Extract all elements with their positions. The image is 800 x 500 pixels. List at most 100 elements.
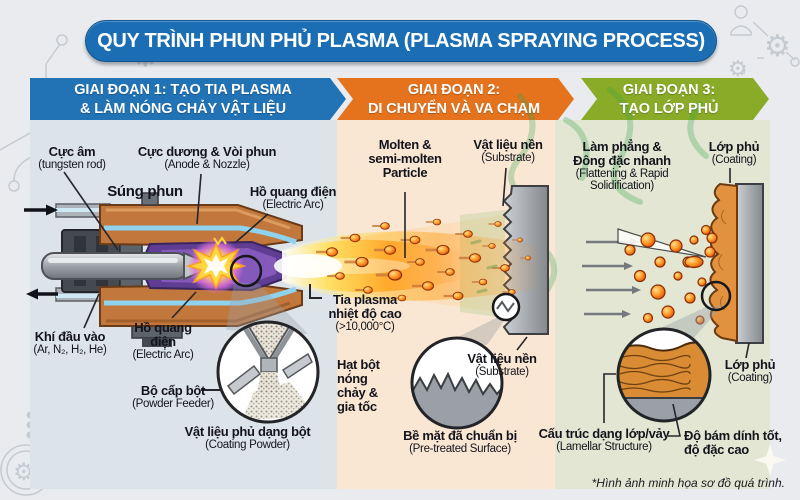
zoom-circle xyxy=(491,292,521,322)
label-plasma-jet: Tia plasma nhiệt độ cao (>10,000°C) xyxy=(315,292,415,333)
label-coating2-vi: Lớp phủ xyxy=(724,357,776,372)
label-coating-en: (Coating) xyxy=(711,154,757,167)
label-lamellar-vi: Cấu trúc dạng lớp/vảy xyxy=(538,426,670,441)
label-hot-l2: nóng xyxy=(337,371,368,387)
label-adh-l2: độ đặc cao xyxy=(684,442,749,458)
coating-illustration xyxy=(582,182,764,344)
label-arc-en: (Electric Arc) xyxy=(262,199,324,212)
label-lamellar-en: (Lamellar Structure) xyxy=(556,441,652,454)
plasma-gun-illustration xyxy=(41,192,303,347)
label-flat-l3: (Flattening & Rapid xyxy=(575,168,669,181)
stage3-chevron xyxy=(581,78,769,120)
label-jet-l1: Tia plasma xyxy=(333,292,397,307)
label-substrate-en: (Substrate) xyxy=(481,152,535,165)
stage1-header-line1: GIAI ĐOẠN 1: TẠO TIA PLASMA xyxy=(74,82,292,98)
label-electric-arc-bottom: Hồ quang điện (Electric Arc) xyxy=(120,320,206,362)
label-molten-l1: Molten & xyxy=(378,137,432,152)
stage3-header: GIAI ĐOẠN 3: TẠO LỚP PHỦ xyxy=(578,81,760,120)
label-gas-vi: Khí đầu vào xyxy=(34,329,106,344)
label-substrate2-en: (Substrate) xyxy=(475,366,529,379)
label-powder-vi: Vật liệu phủ dạng bột xyxy=(184,424,311,439)
label-molten-l2: semi-molten xyxy=(368,151,442,167)
tungsten-rod xyxy=(41,252,189,280)
label-anode-nozzle: Cực dương & Vòi phun (Anode & Nozzle) xyxy=(128,144,286,172)
powder-feeder-inset xyxy=(216,320,320,424)
label-arc2-vi2: điện xyxy=(150,334,176,350)
label-anode-vi: Cực dương & Vòi phun xyxy=(137,144,277,159)
plasma-flame xyxy=(274,231,540,301)
label-flat-l1: Làm phẳng & xyxy=(582,139,662,154)
gear-icon: ⚙ xyxy=(728,56,748,81)
label-pretreat-vi: Bề mặt đã chuẩn bị xyxy=(403,428,517,443)
label-spray-gun: Súng phun xyxy=(100,183,190,200)
substrate-wall xyxy=(735,183,764,344)
label-arc-vi: Hồ quang điện xyxy=(249,184,337,199)
label-pretreated-surface: Bề mặt đã chuẩn bị (Pre-treated Surface) xyxy=(382,428,538,456)
label-flat-l4: Solidification) xyxy=(590,180,654,193)
label-coating-powder: Vật liệu phủ dạng bột (Coating Powder) xyxy=(155,424,340,452)
coating-layer xyxy=(708,182,738,343)
stage3-header-line2: TẠO LỚP PHỦ xyxy=(619,101,719,118)
label-gas-inlet: Khí đầu vào (Ar, N₂, H₂, He) xyxy=(16,329,124,357)
pointer-wedge xyxy=(617,228,707,258)
label-coating-bottom: Lớp phủ (Coating) xyxy=(714,357,786,385)
label-hot-particles: Hạt bột nóng chảy & gia tốc xyxy=(337,357,407,415)
label-electric-arc-top: Hồ quang điện (Electric Arc) xyxy=(247,184,339,212)
label-flat-l2: Đông đặc nhanh xyxy=(573,153,671,169)
label-coating2-en: (Coating) xyxy=(727,372,773,385)
label-coating-top: Lớp phủ (Coating) xyxy=(698,139,770,167)
label-substrate-vi: Vật liệu nền xyxy=(473,137,543,152)
label-substrate-top: Vật liệu nền (Substrate) xyxy=(452,137,564,165)
label-feeder-en: (Powder Feeder) xyxy=(132,398,214,411)
zoom-wedge xyxy=(226,282,308,334)
pointer-lines xyxy=(63,167,750,437)
label-adhesion: Độ bám dính tốt, độ đặc cao xyxy=(684,428,792,458)
zoom-wedge xyxy=(448,305,515,345)
label-powder-feeder: Bộ cấp bột (Powder Feeder) xyxy=(123,383,223,411)
label-molten-l3: Particle xyxy=(382,165,428,181)
label-hot-l3: chảy & xyxy=(337,385,378,401)
stage1-chevron xyxy=(30,78,346,120)
label-hot-l1: Hạt bột xyxy=(337,357,380,372)
label-molten-particle: Molten & semi-molten Particle xyxy=(345,137,465,181)
label-substrate2-vi: Vật liệu nền xyxy=(467,351,537,366)
label-flattening: Làm phẳng & Đông đặc nhanh (Flattening &… xyxy=(552,139,692,193)
molten-particle-stream xyxy=(314,218,532,302)
label-spray-gun-vi: Súng phun xyxy=(107,183,183,200)
label-hot-l4: gia tốc xyxy=(337,399,377,415)
stage2-chevron xyxy=(337,78,574,120)
label-cathode-vi: Cực âm xyxy=(48,144,96,159)
stage1-header-line2: & LÀM NÓNG CHẢY VẬT LIỆU xyxy=(80,101,286,118)
label-cathode-en: (tungsten rod) xyxy=(38,159,106,172)
footnote: *Hình ảnh minh họa sơ đồ quá trình. xyxy=(591,476,785,490)
label-coating-vi: Lớp phủ xyxy=(708,139,760,154)
impacting-droplets xyxy=(624,224,718,325)
stage1-header: GIAI ĐOẠN 1: TẠO TIA PLASMA & LÀM NÓNG C… xyxy=(34,81,332,120)
label-adh-l1: Độ bám dính tốt, xyxy=(684,428,782,443)
label-gas-en: (Ar, N₂, H₂, He) xyxy=(33,344,107,357)
label-cathode: Cực âm (tungsten rod) xyxy=(20,144,124,172)
label-powder-en: (Coating Powder) xyxy=(205,439,290,452)
label-jet-l2: nhiệt độ cao xyxy=(328,306,402,322)
label-arc2-en: (Electric Arc) xyxy=(132,349,194,362)
label-pretreat-en: (Pre-treated Surface) xyxy=(409,443,511,456)
gear-target-icon: ⚙ xyxy=(13,459,35,486)
worker-icon xyxy=(730,25,752,36)
stage2-header-line1: GIAI ĐOẠN 2: xyxy=(407,82,501,98)
label-feeder-vi: Bộ cấp bột xyxy=(140,383,206,398)
label-lamellar-structure: Cấu trúc dạng lớp/vảy (Lamellar Structur… xyxy=(528,426,680,454)
gear-icon: ⚙ xyxy=(764,30,791,63)
sparkle-icon xyxy=(754,444,786,476)
zoom-circle xyxy=(700,280,732,312)
stage2-header-line2: DI CHUYỂN VÀ VA CHẠM xyxy=(367,101,540,118)
page-title: QUY TRÌNH PHUN PHỦ PLASMA (PLASMA SPRAYI… xyxy=(85,20,717,62)
label-substrate-bottom: Vật liệu nền (Substrate) xyxy=(450,351,554,379)
lamellar-structure-inset xyxy=(616,327,712,423)
label-anode-en: (Anode & Nozzle) xyxy=(164,159,250,172)
stage3-header-line1: GIAI ĐOẠN 3: xyxy=(622,82,716,98)
stage2-header: GIAI ĐOẠN 2: DI CHUYỂN VÀ VA CHẠM xyxy=(348,81,560,120)
pretreated-surface-inset xyxy=(410,336,504,430)
gas-inlet-arrows xyxy=(24,204,58,300)
